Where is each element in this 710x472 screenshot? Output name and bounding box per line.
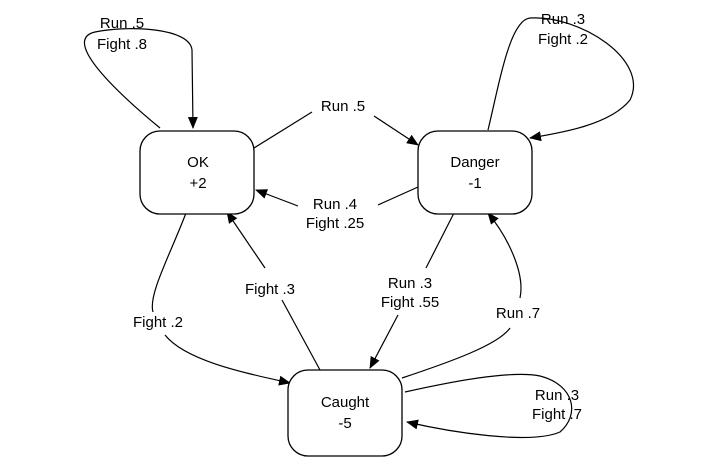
- edge-danger-self-loop: [487, 17, 634, 142]
- label-ok-to-danger: Run .5: [321, 98, 365, 115]
- label-danger-self: Run .3 Fight .2: [538, 11, 588, 48]
- edge-caught-to-ok: [281, 299, 321, 371]
- label-ok-to-caught-line1: Fight .2: [133, 314, 183, 331]
- node-caught-value: -5: [338, 415, 351, 432]
- label-ok-to-danger-line1: Run .5: [321, 98, 365, 115]
- edge-caught-self-loop: [404, 373, 573, 439]
- label-caught-self-line2: Fight .7: [532, 406, 582, 423]
- label-caught-to-danger: Run .7: [496, 305, 540, 322]
- edge-caught-to-ok-head: [226, 211, 266, 269]
- edge-ok-to-danger-head: [373, 115, 419, 146]
- label-ok-self: Run .5 Fight .8: [97, 15, 147, 53]
- label-danger-to-caught-line2: Fight .55: [381, 294, 439, 311]
- label-caught-to-danger-line1: Run .7: [496, 305, 540, 322]
- label-danger-to-caught: Run .3 Fight .55: [381, 275, 439, 311]
- label-danger-self-line1: Run .3: [541, 11, 585, 28]
- edge-danger-to-caught: [425, 212, 455, 269]
- edge-ok-self-loop: [83, 28, 198, 129]
- label-danger-to-ok-line1: Run .4: [313, 196, 357, 213]
- label-danger-to-ok: Run .4 Fight .25: [306, 196, 364, 232]
- node-ok-value: +2: [189, 175, 206, 192]
- edge-caught-to-danger-head: [487, 212, 522, 299]
- node-danger: Danger -1: [417, 130, 533, 215]
- label-caught-self: Run .3 Fight .7: [532, 387, 582, 423]
- node-caught: Caught -5: [287, 369, 403, 457]
- label-caught-self-line1: Run .3: [535, 387, 579, 404]
- label-danger-to-caught-line1: Run .3: [388, 275, 432, 292]
- node-ok-name: OK: [187, 154, 209, 171]
- node-danger-box: [417, 130, 533, 215]
- edge-ok-to-danger: [253, 111, 313, 149]
- edge-danger-to-ok-head: [255, 189, 299, 207]
- label-caught-to-ok: Fight .3: [245, 281, 295, 298]
- label-ok-self-line2: Fight .8: [97, 36, 147, 53]
- label-danger-to-ok-line2: Fight .25: [306, 215, 364, 232]
- node-ok-box: [139, 130, 255, 215]
- edge-ok-to-caught-head: [164, 334, 291, 386]
- edge-danger-to-caught-head: [369, 314, 399, 369]
- node-caught-box: [287, 369, 403, 457]
- node-danger-value: -1: [468, 175, 481, 192]
- node-danger-name: Danger: [450, 154, 499, 171]
- edge-ok-to-caught: [151, 212, 187, 313]
- edge-caught-to-danger: [401, 327, 511, 379]
- label-ok-to-caught: Fight .2: [133, 314, 183, 331]
- node-ok: OK +2: [139, 130, 255, 215]
- label-danger-self-line2: Fight .2: [538, 31, 588, 48]
- label-ok-self-line1: Run .5: [100, 15, 144, 32]
- node-caught-name: Caught: [321, 394, 370, 411]
- edge-danger-to-ok: [377, 186, 419, 206]
- label-caught-to-ok-line1: Fight .3: [245, 281, 295, 298]
